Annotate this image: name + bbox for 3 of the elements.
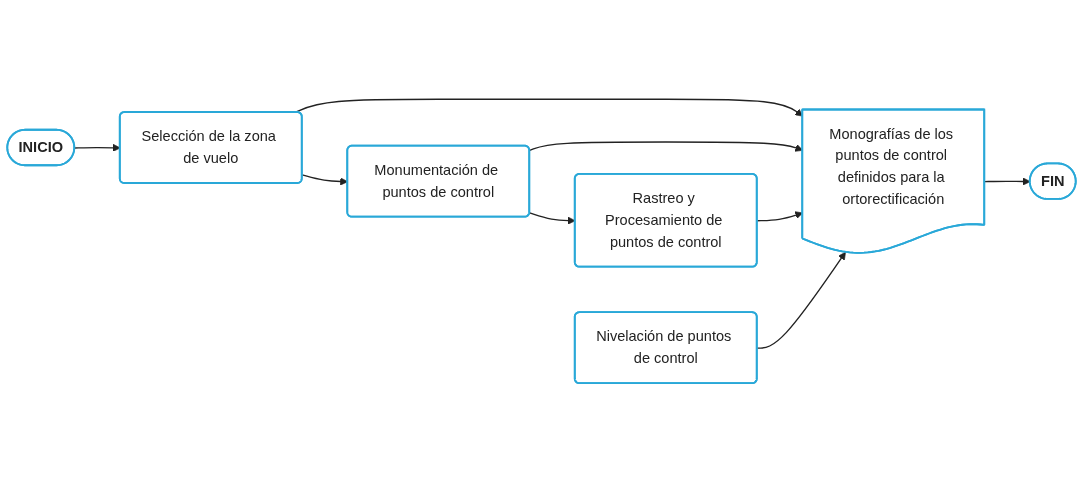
arrow xyxy=(529,141,804,152)
arrow xyxy=(756,211,804,222)
arrow xyxy=(756,252,846,350)
